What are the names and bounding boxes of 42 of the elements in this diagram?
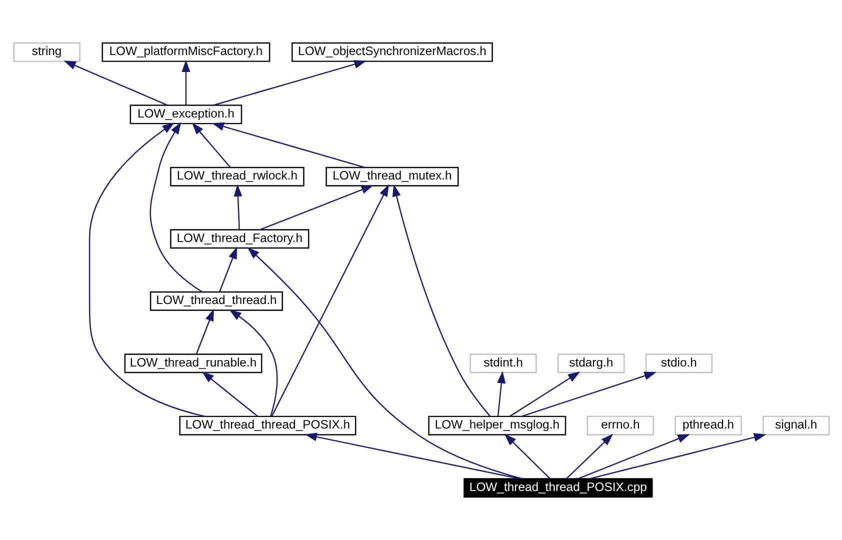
node-box: string	[12, 42, 80, 62]
arrow	[589, 433, 766, 480]
arrow	[195, 308, 214, 354]
node-box: signal.h	[762, 416, 830, 436]
node-box: LOW_platformMiscFactory.h	[101, 42, 270, 62]
arrow	[88, 122, 205, 418]
node-box: errno.h	[586, 416, 654, 436]
node-box: stdarg.h	[557, 354, 624, 374]
node-box: stdint.h	[469, 354, 536, 374]
node-box: LOW_thread_thread_POSIX.h	[178, 416, 356, 436]
arrow	[496, 371, 506, 416]
arrow	[259, 185, 374, 230]
arrow	[233, 184, 242, 230]
arrow	[218, 246, 237, 292]
node-box: LOW_objectSynchronizerMacros.h	[291, 42, 492, 62]
arrow	[181, 60, 190, 105]
node-box: stdio.h	[644, 354, 712, 374]
arrow	[304, 432, 520, 480]
arrow	[246, 247, 522, 480]
arrow	[520, 372, 656, 418]
node-box: LOW_thread_thread_POSIX.cpp	[463, 478, 652, 498]
node-box: LOW_thread_Factory.h	[170, 229, 309, 249]
arrow	[228, 310, 278, 416]
node-box: LOW_thread_runable.h	[124, 354, 262, 374]
node-box: pthread.h	[674, 416, 742, 436]
arrow	[566, 434, 613, 479]
arrow	[509, 372, 580, 417]
arrow	[211, 122, 364, 168]
arrow	[504, 434, 550, 479]
node-box: LOW_thread_thread.h	[149, 291, 282, 311]
node-box: LOW_exception.h	[129, 104, 242, 124]
arrow	[577, 434, 690, 480]
arrow	[212, 60, 366, 106]
node-box: LOW_thread_rwlock.h	[170, 166, 304, 186]
arrow	[63, 60, 167, 106]
arrow	[270, 184, 389, 416]
arrow	[149, 122, 202, 292]
arrow	[191, 122, 230, 168]
arrow	[201, 371, 258, 417]
node-box: LOW_thread_mutex.h	[325, 166, 458, 186]
node-box: LOW_helper_msglog.h	[428, 416, 566, 436]
arrow	[392, 184, 490, 417]
